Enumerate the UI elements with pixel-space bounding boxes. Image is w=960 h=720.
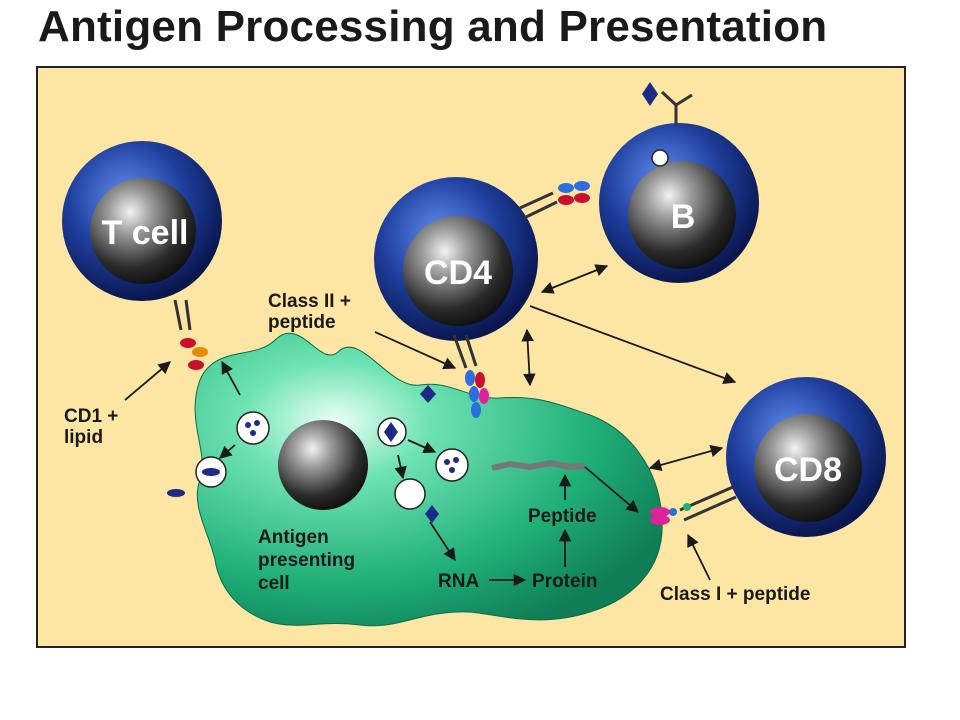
peptide-strand (491, 459, 586, 471)
cd1-label-line1: CD1 + (64, 406, 118, 427)
cd4-cell (374, 177, 538, 341)
class-i-label: Class I + peptide (660, 584, 810, 605)
cd4-label: CD4 (424, 254, 492, 292)
cd1-label-line2: lipid (64, 427, 103, 448)
class-ii-label-line2: peptide (268, 312, 336, 333)
class-i-mhc-complex (650, 485, 737, 525)
apc-label-line2: presenting (258, 550, 355, 571)
rna-label: RNA (438, 571, 479, 592)
b-cell (599, 123, 759, 283)
t-cell (62, 141, 222, 301)
page-title: Antigen Processing and Presentation (38, 2, 828, 51)
arrows (124, 264, 737, 587)
apc-label-line1: Antigen (258, 527, 329, 548)
antigen-diamond (642, 82, 658, 106)
b-cell-label: B (671, 198, 696, 236)
peptide-label: Peptide (528, 506, 597, 527)
apc-label-line3: cell (258, 573, 290, 594)
b-cell-receptor (660, 90, 693, 125)
cd8-cell (726, 377, 886, 537)
internalized-antigen-icon (651, 149, 669, 167)
cd1-lipid-complex (173, 299, 208, 370)
b-cd4-mhc-complex (519, 181, 590, 220)
protein-label: Protein (532, 571, 597, 592)
vesicles (195, 411, 469, 510)
apc-nucleus (278, 420, 368, 510)
antigen-fragments (167, 385, 459, 523)
class-ii-label-line1: Class II + (268, 291, 351, 312)
class-ii-mhc-complex (452, 334, 489, 418)
cd8-label: CD8 (774, 451, 842, 489)
t-cell-label: T cell (102, 214, 189, 252)
antigen-presenting-cell (194, 332, 663, 627)
